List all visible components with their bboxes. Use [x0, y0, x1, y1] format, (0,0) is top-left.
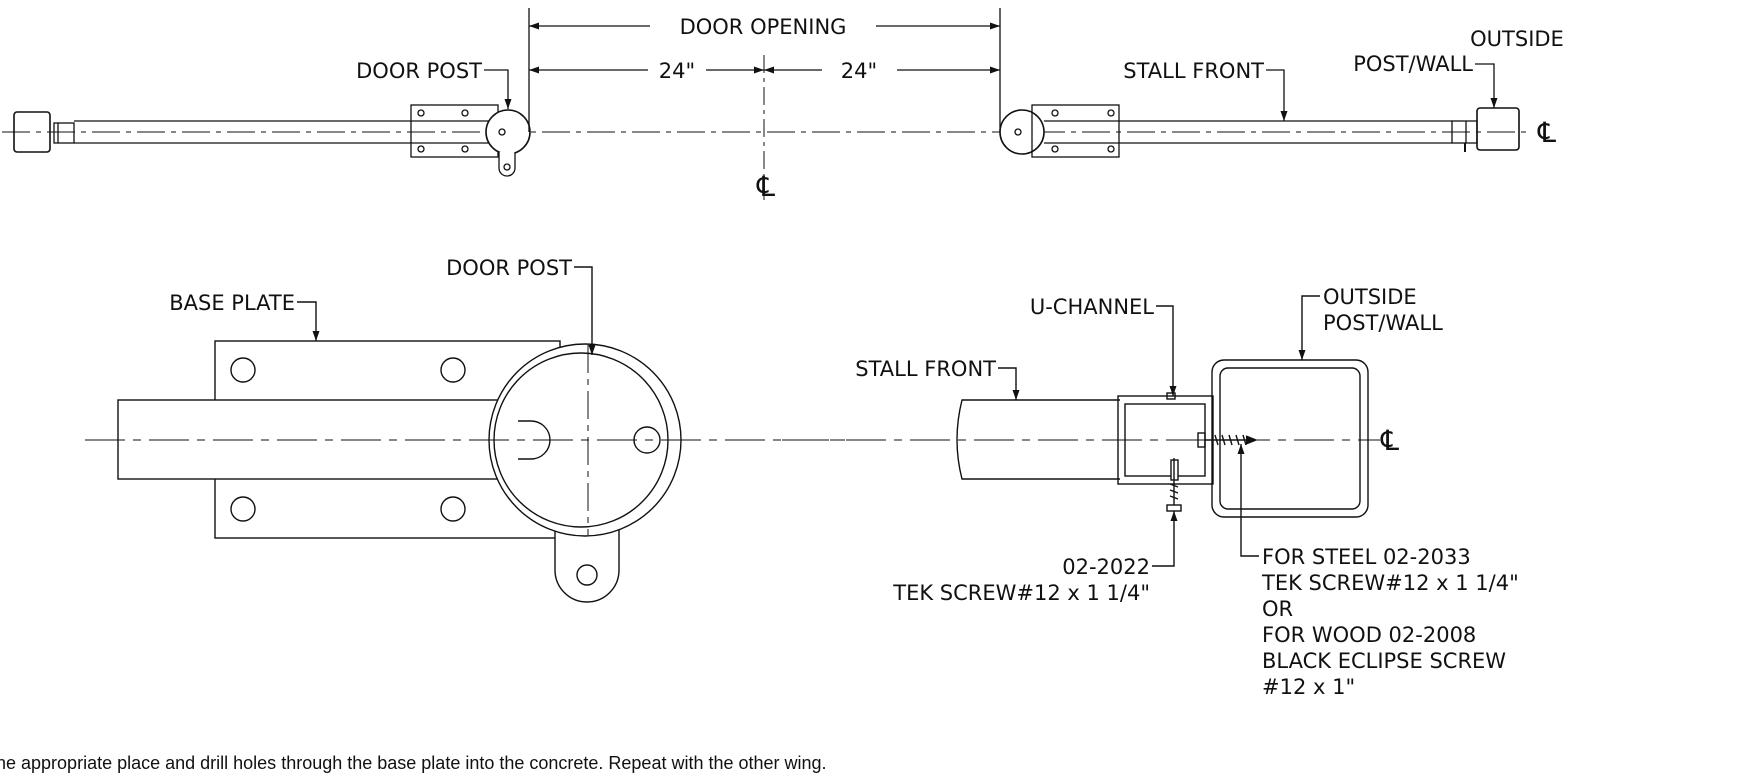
top-outside-label-line2: POST/WALL: [1353, 52, 1473, 76]
left-detail: [85, 266, 860, 603]
door-opening-label: DOOR OPENING: [680, 15, 847, 39]
screw-a-description: TEK SCREW#12 x 1 1/4": [892, 581, 1150, 605]
half-width-right-label: 24": [841, 59, 877, 83]
top-centerline-symbol-mid: ℄: [756, 170, 775, 203]
u-channel-label: U-CHANNEL: [1030, 295, 1154, 319]
detail-mounting-tab: [554, 520, 620, 603]
note-line-6: #12 x 1": [1262, 675, 1355, 699]
note-line-1: FOR STEEL 02-2033: [1262, 545, 1471, 569]
top-view-labels: DOOR OPENING 24" 24" DOOR POST STALL FRO…: [356, 15, 1564, 203]
left-detail-labels: BASE PLATE DOOR POST: [169, 256, 572, 315]
note-line-3: OR: [1262, 597, 1293, 621]
right-door-post: [999, 109, 1045, 155]
top-view: [2, 8, 1528, 200]
detail-stall-front-tube: [956, 399, 1120, 480]
detail-stall-front-label: STALL FRONT: [855, 357, 996, 381]
left-door-post: [485, 109, 531, 155]
right-detail: [782, 295, 1380, 567]
note-line-4: FOR WOOD 02-2008: [1262, 623, 1476, 647]
detail-outside-label-line2: POST/WALL: [1323, 311, 1443, 335]
base-plate-label: BASE PLATE: [169, 291, 295, 315]
top-stall-front-label: STALL FRONT: [1123, 59, 1264, 83]
right-detail-labels: U-CHANNEL OUTSIDE POST/WALL STALL FRONT …: [855, 285, 1518, 699]
note-line-2: TEK SCREW#12 x 1 1/4": [1261, 571, 1519, 595]
installation-instruction-text: he appropriate place and drill holes thr…: [0, 753, 827, 773]
detail-outside-post-outer: [1211, 359, 1369, 518]
top-outside-label-line1: OUTSIDE: [1470, 27, 1564, 51]
detail-centerline-symbol: ℄: [1380, 424, 1399, 457]
top-door-post-label: DOOR POST: [356, 59, 482, 83]
right-end-post: [1476, 107, 1520, 151]
detail-door-post-label: DOOR POST: [446, 256, 572, 280]
screw-a-part-number: 02-2022: [1062, 555, 1150, 579]
right-base-plate: [1031, 104, 1120, 158]
note-line-5: BLACK ECLIPSE SCREW: [1262, 649, 1506, 673]
half-width-left-label: 24": [659, 59, 695, 83]
left-end-post: [13, 111, 51, 153]
detail-outside-label-line1: OUTSIDE: [1323, 285, 1417, 309]
top-centerline-symbol-right: ℄: [1537, 116, 1556, 149]
